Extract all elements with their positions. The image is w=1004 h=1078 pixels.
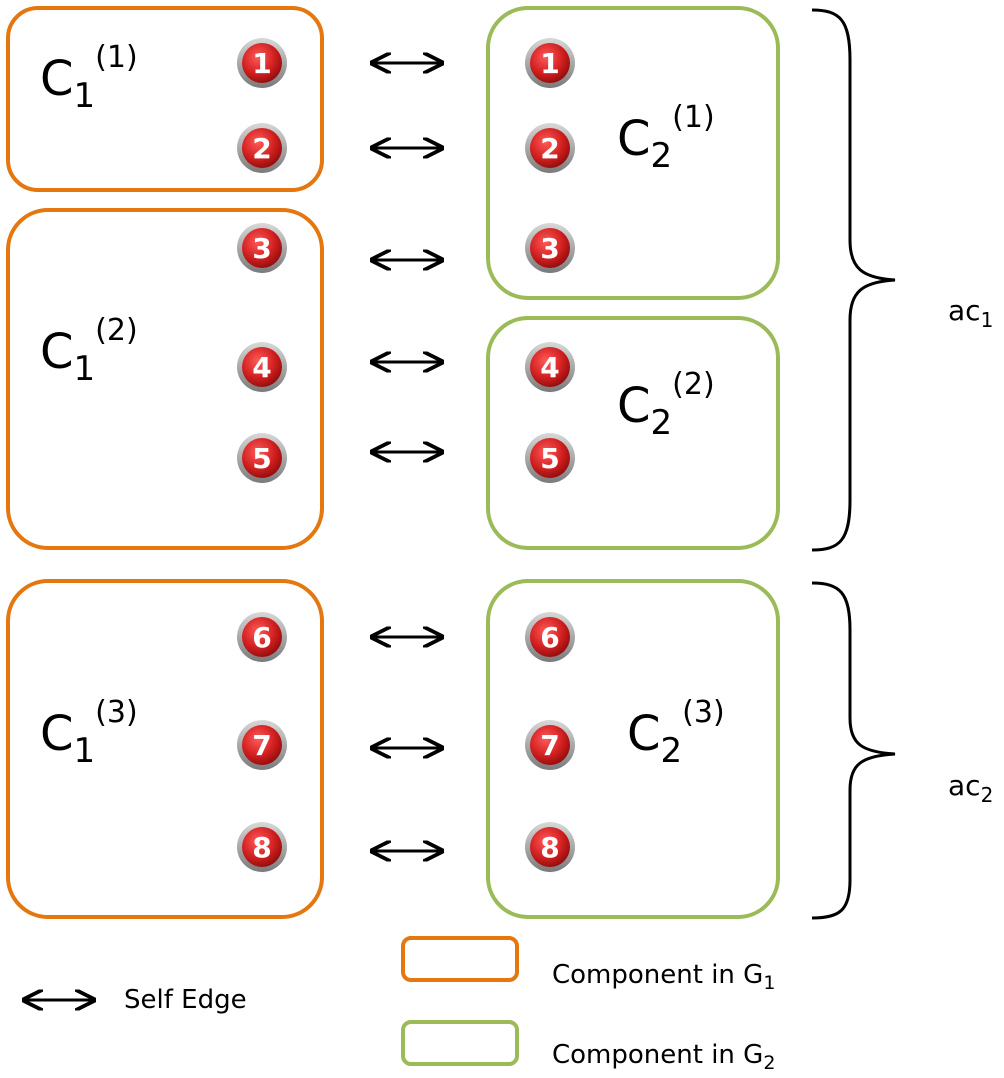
brace-ac1 [811, 8, 896, 552]
svg-text:8: 8 [540, 831, 559, 864]
component-label-c2-2: C2(2) [617, 367, 715, 443]
svg-text:3: 3 [540, 232, 559, 265]
svg-text:1: 1 [252, 47, 271, 80]
node-right-4: 4 [525, 342, 575, 392]
component-label-c1-3: C1(3) [40, 695, 138, 771]
bracket-label-ac2: ac2 [948, 769, 993, 807]
node-right-5: 5 [525, 433, 575, 483]
svg-text:6: 6 [540, 621, 559, 654]
node-right-2: 2 [525, 123, 575, 173]
bracket-label-ac1: ac1 [948, 294, 993, 332]
legend-g2-swatch [401, 1020, 519, 1066]
node-right-6: 6 [525, 612, 575, 662]
svg-text:4: 4 [252, 351, 271, 384]
component-box-c1-1 [6, 6, 324, 192]
svg-text:3: 3 [252, 232, 271, 265]
svg-text:6: 6 [252, 621, 271, 654]
svg-text:7: 7 [540, 729, 559, 762]
node-left-4: 4 [237, 342, 287, 392]
component-box-c1-3 [6, 579, 324, 919]
svg-text:7: 7 [252, 729, 271, 762]
component-label-c1-1: C1(1) [40, 40, 138, 116]
svg-text:2: 2 [540, 132, 559, 165]
component-box-c2-3 [486, 579, 780, 919]
legend-g1-label: Component in G1 [552, 960, 775, 994]
node-left-8: 8 [237, 822, 287, 872]
node-right-3: 3 [525, 223, 575, 273]
svg-text:8: 8 [252, 831, 271, 864]
node-left-2: 2 [237, 123, 287, 173]
node-left-7: 7 [237, 720, 287, 770]
legend-g1-swatch [401, 936, 519, 982]
component-box-c2-1 [486, 6, 780, 300]
legend-g2-label: Component in G2 [552, 1040, 775, 1074]
svg-text:5: 5 [252, 442, 271, 475]
node-left-1: 1 [237, 38, 287, 88]
brace-ac2 [811, 581, 896, 920]
node-right-7: 7 [525, 720, 575, 770]
node-right-1: 1 [525, 38, 575, 88]
node-left-6: 6 [237, 612, 287, 662]
node-right-8: 8 [525, 822, 575, 872]
svg-text:4: 4 [540, 351, 559, 384]
node-left-3: 3 [237, 223, 287, 273]
svg-text:1: 1 [540, 47, 559, 80]
svg-text:2: 2 [252, 132, 271, 165]
component-box-c1-2 [6, 208, 324, 550]
component-label-c1-2: C1(2) [40, 313, 138, 389]
component-label-c2-1: C2(1) [617, 100, 715, 176]
svg-text:5: 5 [540, 442, 559, 475]
component-box-c2-2 [486, 316, 780, 550]
component-label-c2-3: C2(3) [627, 695, 725, 771]
node-left-5: 5 [237, 433, 287, 483]
legend-self-edge-label: Self Edge [124, 985, 247, 1015]
